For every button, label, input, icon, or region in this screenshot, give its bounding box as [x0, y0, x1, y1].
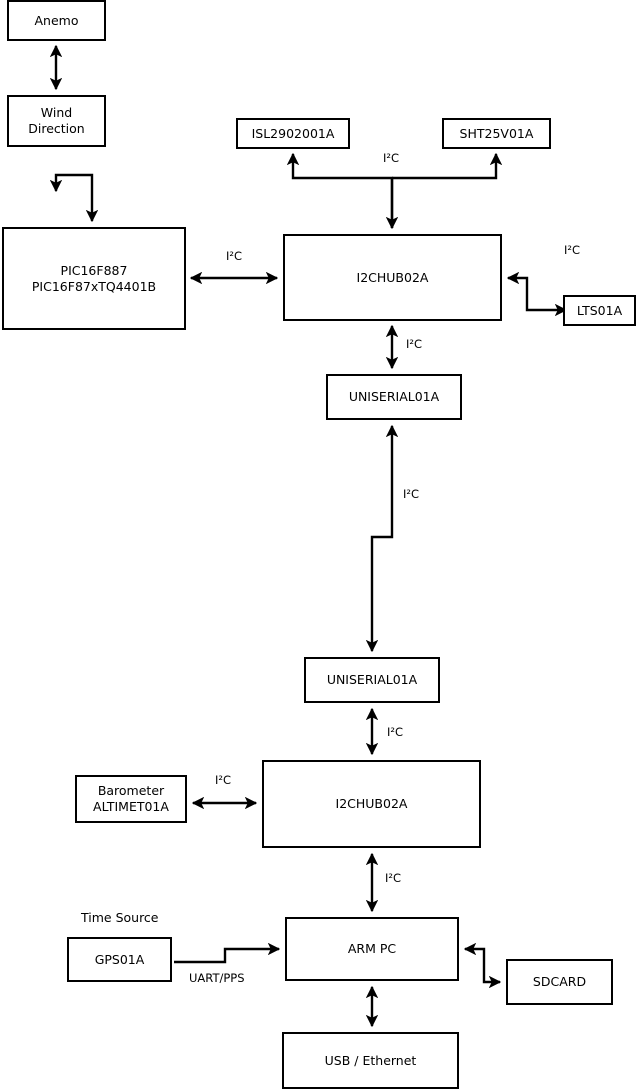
node-isl2902001a-label: ISL2902001A — [251, 125, 335, 141]
node-i2chub02a-bottom-label: I2CHUB02A — [335, 796, 408, 811]
node-sht25v01a-label: SHT25V01A — [459, 125, 534, 141]
edge-label-i2c-pic-hub: I²C — [226, 249, 243, 263]
edge-label-i2c-uniserial-link: I²C — [403, 487, 420, 501]
node-arm-pc-label: ARM PC — [347, 941, 397, 956]
edge-wind-pic — [49, 173, 99, 223]
node-uniserial01a-bottom-label: UNISERIAL01A — [326, 672, 418, 687]
node-anemo-label: Anemo — [34, 12, 79, 28]
node-barometer-altimet01a-label: Barometer ALTIMET01A — [93, 783, 169, 814]
edge-hubtop-lts — [506, 271, 568, 317]
node-uniserial01a-top-label: UNISERIAL01A — [348, 389, 440, 404]
node-isl2902001a[interactable]: ISL2902001A — [236, 118, 350, 149]
edge-label-i2c-hub2-armpc: I²C — [385, 871, 402, 885]
edge-label-i2c-uniserial-hub2: I²C — [387, 725, 404, 739]
edge-label-i2c-hub-lts: I²C — [564, 243, 581, 257]
node-lts01a-label: LTS01A — [576, 302, 623, 318]
node-sdcard-label: SDCARD — [532, 974, 587, 989]
edge-hubtop-sensors — [286, 152, 394, 228]
node-pic-microcontroller-label: PIC16F887 PIC16F87xTQ4401B — [31, 262, 157, 294]
node-wind-direction-label: Wind Direction — [28, 105, 85, 136]
node-arm-pc[interactable]: ARM PC — [285, 917, 459, 981]
edge-label-i2c-hub-sensors: I²C — [383, 151, 400, 165]
node-barometer-altimet01a[interactable]: Barometer ALTIMET01A — [75, 775, 187, 823]
edge-label-i2c-barometer-hub2: I²C — [215, 773, 232, 787]
node-anemo[interactable]: Anemo — [7, 0, 106, 41]
node-usb-ethernet-label: USB / Ethernet — [324, 1052, 417, 1068]
edge-gps-armpc — [174, 942, 281, 964]
node-sht25v01a[interactable]: SHT25V01A — [442, 118, 551, 149]
edge-label-uart-pps: UART/PPS — [189, 971, 245, 985]
label-time-source: Time Source — [81, 910, 159, 925]
node-gps01a-label: GPS01A — [94, 951, 145, 967]
edge-uniserial-link — [365, 424, 399, 653]
node-usb-ethernet[interactable]: USB / Ethernet — [282, 1032, 459, 1089]
node-gps01a[interactable]: GPS01A — [67, 937, 172, 982]
edge-armpc-sdcard — [463, 942, 502, 989]
node-i2chub02a-top-label: I2CHUB02A — [356, 269, 429, 285]
edge-hubtop-sht-branch — [392, 152, 503, 180]
node-i2chub02a-top[interactable]: I2CHUB02A — [283, 234, 502, 321]
node-wind-direction[interactable]: Wind Direction — [7, 95, 106, 147]
node-i2chub02a-bottom[interactable]: I2CHUB02A — [262, 760, 481, 848]
edge-label-i2c-hub-uniserial: I²C — [406, 337, 423, 351]
node-sdcard[interactable]: SDCARD — [506, 959, 613, 1005]
node-uniserial01a-top[interactable]: UNISERIAL01A — [326, 374, 462, 420]
node-lts01a[interactable]: LTS01A — [563, 295, 636, 326]
node-uniserial01a-bottom[interactable]: UNISERIAL01A — [304, 657, 440, 703]
node-pic-microcontroller[interactable]: PIC16F887 PIC16F87xTQ4401B — [2, 227, 186, 330]
